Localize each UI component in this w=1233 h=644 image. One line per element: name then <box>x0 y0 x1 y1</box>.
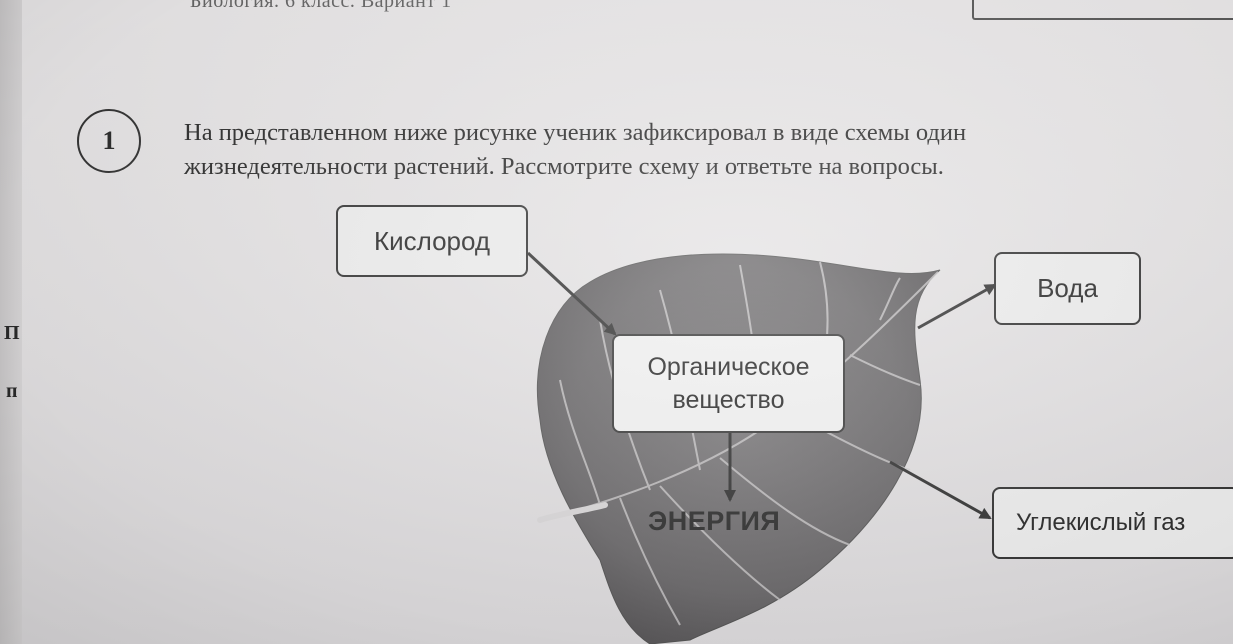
water-label: Вода <box>1037 273 1098 303</box>
page-header-text: Биология. 6 класс. Вариант 1 <box>190 0 452 12</box>
question-line-1: На представленном ниже рисунке ученик за… <box>184 119 967 146</box>
question-text: На представленном ниже рисунке ученик за… <box>184 116 1224 184</box>
organic-substance-box: Органическое вещество <box>612 334 845 433</box>
question-line-2: жизнедеятельности растений. Рассмотрите … <box>184 153 944 180</box>
margin-letter-bottom: п <box>6 380 18 402</box>
arrow-leaf-to-water <box>917 283 997 330</box>
variant-code-box <box>972 0 1233 20</box>
leaf-shape <box>536 253 941 644</box>
margin-letter-top: П <box>4 322 20 344</box>
task-number-circle: 1 <box>77 109 141 173</box>
water-box: Вода <box>994 252 1141 325</box>
oxygen-label: Кислород <box>373 225 491 256</box>
leaf-stem <box>537 502 608 523</box>
organic-label-line-1: Органическое <box>647 352 810 381</box>
carbon-dioxide-box: Углекислый газ <box>992 487 1233 559</box>
arrow-oxygen-to-organic <box>526 251 617 336</box>
arrow-leaf-to-co2 <box>889 460 992 520</box>
energy-label: ЭНЕРГИЯ <box>648 506 781 536</box>
page-left-edge <box>0 0 22 644</box>
organic-label-line-2: вещество <box>672 385 785 414</box>
carbon-dioxide-label: Углекислый газ <box>1016 509 1186 536</box>
oxygen-box: Кислород <box>336 205 528 277</box>
